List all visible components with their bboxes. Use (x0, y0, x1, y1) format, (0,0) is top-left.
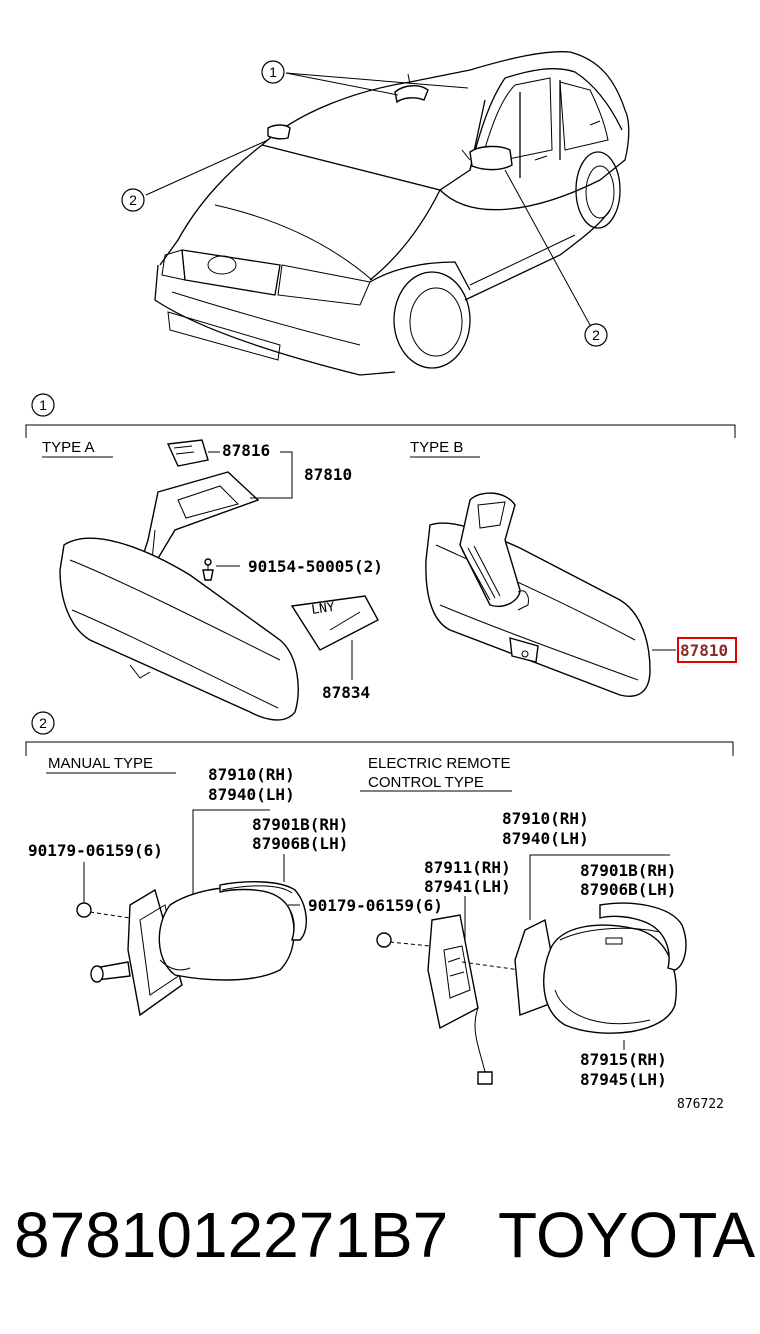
electric-87941-label: 87941(LH) (424, 877, 511, 896)
section-1-callout-label: 1 (39, 397, 47, 413)
manual-87901b-label: 87901B(RH) (252, 815, 348, 834)
section-2-callout (31, 711, 55, 735)
electric-87940-label: 87940(LH) (502, 829, 589, 848)
section-1-inner-mirror: 1 TYPE A TYPE B 87816 87810 (25, 393, 737, 721)
footer: 8781012271B7 TOYOTA (0, 1190, 760, 1280)
callout-1-car (261, 60, 285, 84)
manual-87906b-label: 87906B(LH) (252, 834, 348, 853)
electric-screw-label: 90179-06159(6) (308, 896, 443, 915)
brand-name: TOYOTA (498, 1199, 756, 1271)
highlighted-part-box (677, 637, 737, 663)
electric-87906b-label: 87906B(LH) (580, 880, 676, 899)
figure-id: 876722 (677, 1097, 724, 1112)
svg-text:LNY: LNY (310, 600, 336, 618)
part-number: 8781012271B7 (14, 1199, 449, 1271)
callout-2-car-left-label: 2 (129, 192, 137, 208)
type-b-mirror: 87810 (425, 492, 737, 697)
callout-2-car-left (121, 188, 145, 212)
electric-type-label-line1: ELECTRIC REMOTE (368, 755, 511, 772)
parts-diagram: 1 2 2 1 TYPE A TYPE B 87816 (25, 51, 737, 1112)
callout-1-car-label: 1 (269, 64, 277, 80)
manual-mirror: 87910(RH) 87940(LH) 87901B(RH) 87906B(LH… (28, 765, 443, 1017)
electric-87901b-label: 87901B(RH) (580, 861, 676, 880)
electric-type-label-line2: CONTROL TYPE (368, 774, 484, 791)
part-87810-type-a-label: 87810 (304, 465, 352, 484)
part-87816-label: 87816 (222, 441, 270, 460)
screw-90154-label: 90154-50005(2) (248, 557, 383, 576)
callout-2-car-right (584, 323, 608, 347)
section-2-outer-mirror: 2 MANUAL TYPE ELECTRIC REMOTE CONTROL TY… (25, 711, 734, 1112)
section-2-callout-label: 2 (39, 715, 47, 731)
electric-mirror: 87910(RH) 87940(LH) 87911(RH) 87941(LH) … (376, 809, 687, 1089)
type-a-label: TYPE A (42, 439, 95, 456)
electric-87910-label: 87910(RH) (502, 809, 589, 828)
part-87810-type-b-highlighted[interactable]: 87810 (680, 641, 728, 660)
electric-87945-label: 87945(LH) (580, 1070, 667, 1089)
manual-type-label: MANUAL TYPE (48, 755, 153, 772)
electric-87915-label: 87915(RH) (580, 1050, 667, 1069)
manual-87940-label: 87940(LH) (208, 785, 295, 804)
manual-screw-label: 90179-06159(6) (28, 841, 163, 860)
electric-87911-label: 87911(RH) (424, 858, 511, 877)
section-1-callout (31, 393, 55, 417)
car-illustration: 1 2 2 (121, 51, 630, 376)
type-b-label: TYPE B (410, 439, 463, 456)
callout-2-car-right-label: 2 (592, 327, 600, 343)
part-87834-label: 87834 (322, 683, 370, 702)
manual-87910-label: 87910(RH) (208, 765, 295, 784)
type-a-mirror: 87816 87810 90154-50005(2) LNY 87834 (59, 439, 383, 721)
